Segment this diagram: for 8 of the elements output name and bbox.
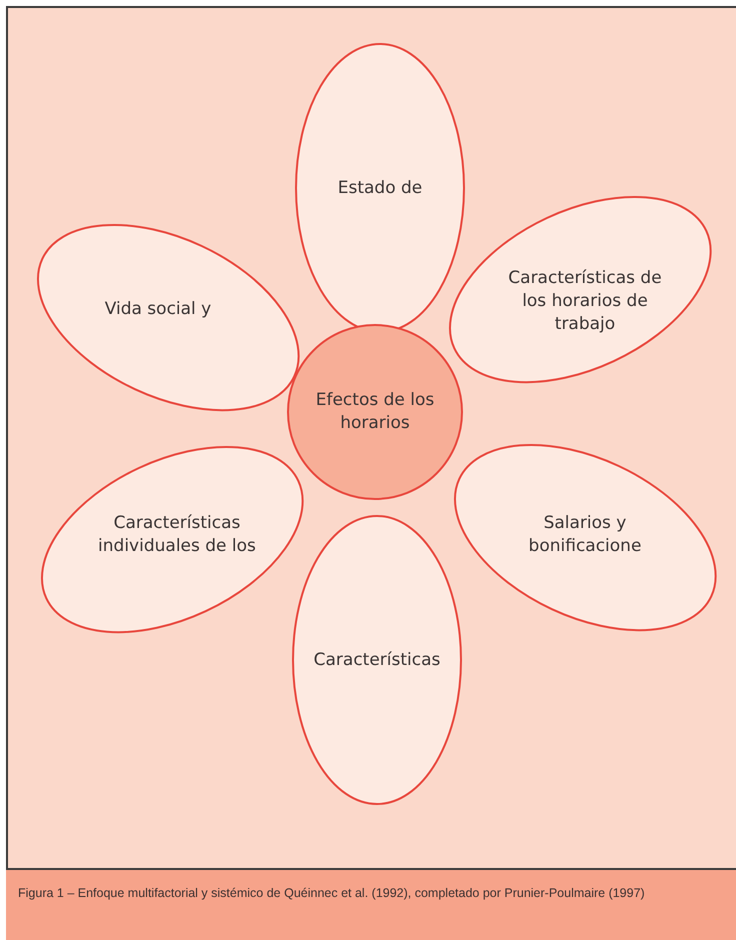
node-label: Características [314,648,440,672]
node-label: Características individuales de los [97,512,257,558]
figure-caption: Figura 1 – Enfoque multifactorial y sistémico de Quéinnec et al. (1992), completado por Prunier-Poulmaire (1997) [18,885,646,902]
node-label: Estado de [338,176,422,200]
node-label: Vida social y [104,298,212,322]
node-label: Efectos de los horarios [314,389,436,435]
node-label: Características de los horarios de trabajo [507,267,663,336]
node-label: Salarios y bonificacione [528,512,642,558]
